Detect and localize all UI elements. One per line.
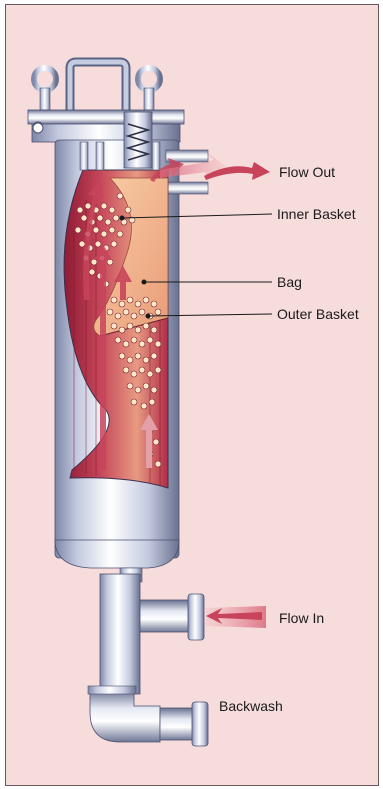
bag-label: Bag (277, 274, 302, 290)
inlet-pipe (100, 568, 204, 694)
inner-basket-label: Inner Basket (277, 206, 356, 222)
spring-assembly (124, 112, 152, 168)
flow-out-label: Flow Out (279, 164, 335, 180)
outer-basket-label: Outer Basket (277, 306, 359, 322)
cover-handle (70, 62, 126, 112)
flow-in-label: Flow In (279, 610, 324, 626)
lifting-eye-right (138, 68, 160, 110)
backwash-label: Backwash (219, 698, 283, 714)
cover-plate (28, 110, 184, 124)
backwash-elbow (88, 686, 208, 746)
flow-in-arrow (206, 606, 266, 628)
lifting-eye-left (34, 68, 56, 110)
